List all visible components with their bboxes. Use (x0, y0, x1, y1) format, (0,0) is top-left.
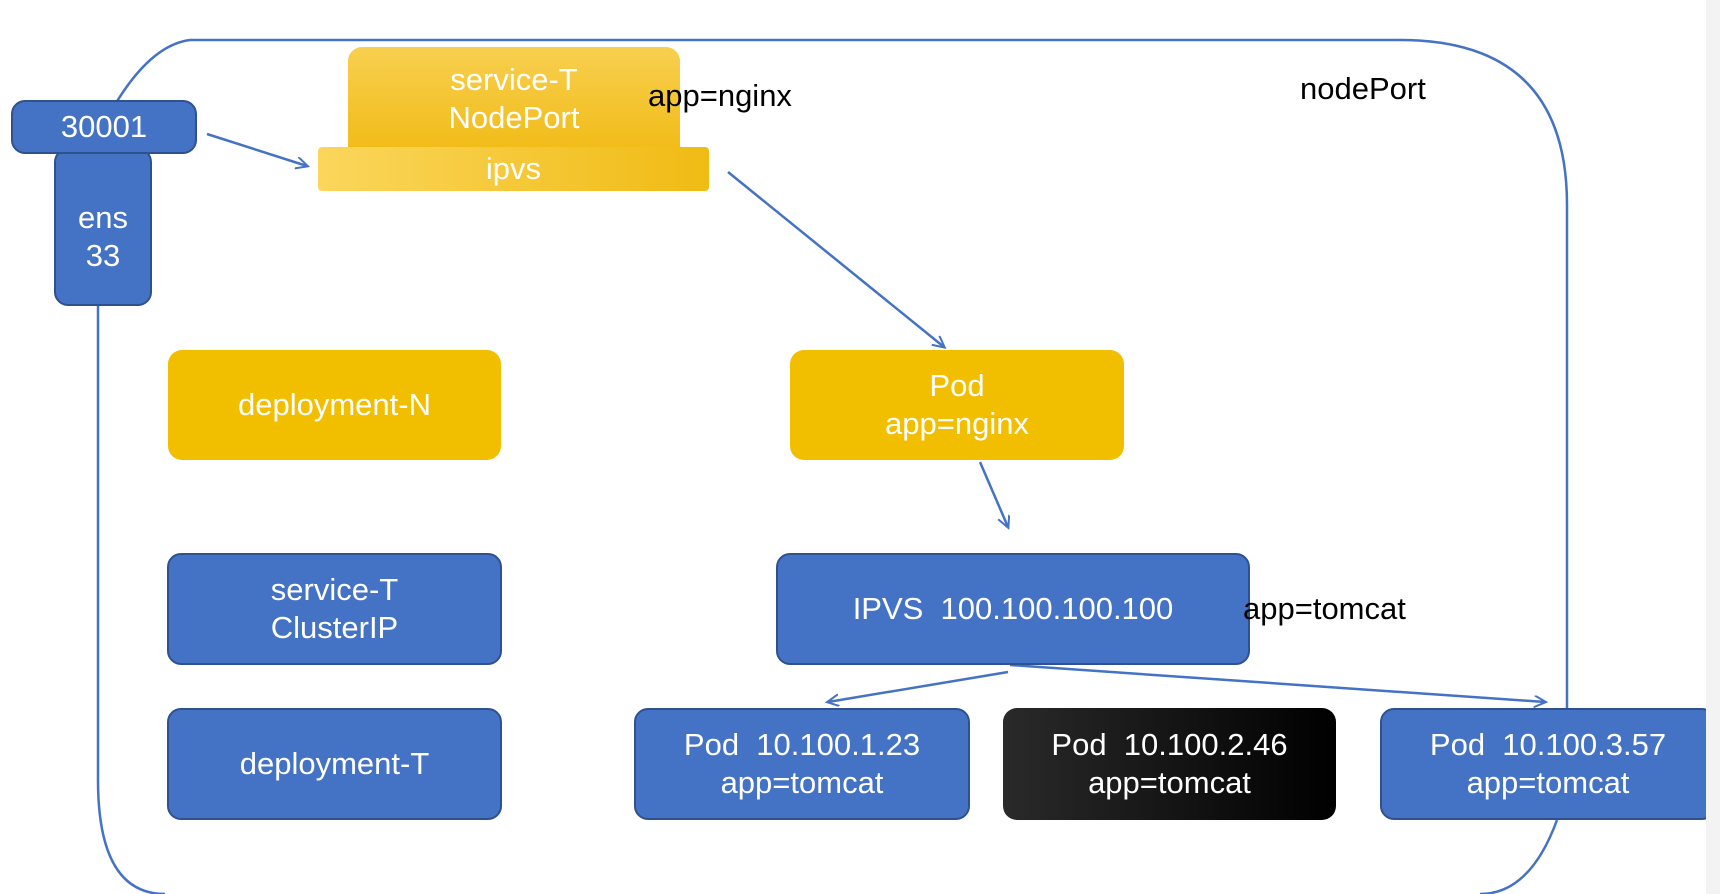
pod-nginx-line-2: app=nginx (885, 406, 1029, 441)
diagram-title: nodePort (1300, 71, 1426, 106)
pod-tomcat-3-box: Pod 10.100.3.57 app=tomcat (1380, 708, 1716, 820)
service-clusterip-line-1: service-T (270, 572, 399, 607)
service-nodeport-line-2: NodePort (448, 100, 580, 135)
interface-label-line-1: ens (78, 200, 128, 235)
pod-tomcat-2-line-1: Pod 10.100.2.46 (1051, 727, 1288, 762)
service-clusterip-line-2: ClusterIP (270, 610, 399, 645)
arrow-pod-to-ipvs (978, 461, 1008, 527)
pod-tomcat-1-box: Pod 10.100.1.23 app=tomcat (634, 708, 970, 820)
service-ipvs-label: ipvs (485, 151, 542, 186)
service-selector-label: app=nginx (648, 78, 792, 113)
arrow-port-to-service (206, 132, 307, 166)
node-boundary (96, 38, 1569, 894)
service-clusterip-box: service-T ClusterIP (167, 553, 502, 665)
pod-nginx-box: Pod app=nginx (790, 350, 1124, 460)
arrow-ipvs-to-pod-1 (828, 670, 1009, 702)
node-port-box: 30001 (11, 100, 197, 154)
pod-tomcat-1-line-2: app=tomcat (720, 765, 884, 800)
service-nodeport-box: service-T NodePort (348, 47, 680, 151)
arrow-ipvs-to-pod-3 (1009, 663, 1545, 702)
pod-tomcat-3-line-2: app=tomcat (1466, 765, 1630, 800)
ipvs-selector-label: app=tomcat (1243, 591, 1406, 626)
service-ipvs-bar: ipvs (318, 147, 709, 191)
node-port-number: 30001 (60, 109, 148, 144)
interface-label-line-2: 33 (85, 238, 121, 273)
service-nodeport-line-1: service-T (450, 62, 578, 97)
pod-nginx-line-1: Pod (929, 368, 985, 403)
deployment-t-box: deployment-T (167, 708, 502, 820)
pod-tomcat-3-line-1: Pod 10.100.3.57 (1429, 727, 1667, 762)
pod-tomcat-1-line-1: Pod 10.100.1.23 (683, 727, 921, 762)
deployment-t-label: deployment-T (239, 746, 430, 781)
deployment-n-label: deployment-N (238, 387, 431, 422)
arrow-service-to-pod (727, 171, 944, 347)
ipvs-label: IPVS 100.100.100.100 (852, 591, 1174, 626)
pod-tomcat-2-line-2: app=tomcat (1088, 765, 1251, 800)
pod-tomcat-2-box: Pod 10.100.2.46 app=tomcat (1003, 708, 1336, 820)
ipvs-box: IPVS 100.100.100.100 (776, 553, 1250, 665)
deployment-n-box: deployment-N (168, 350, 501, 460)
interface-box: ens 33 (54, 148, 152, 306)
right-edge-strip (1706, 0, 1720, 894)
